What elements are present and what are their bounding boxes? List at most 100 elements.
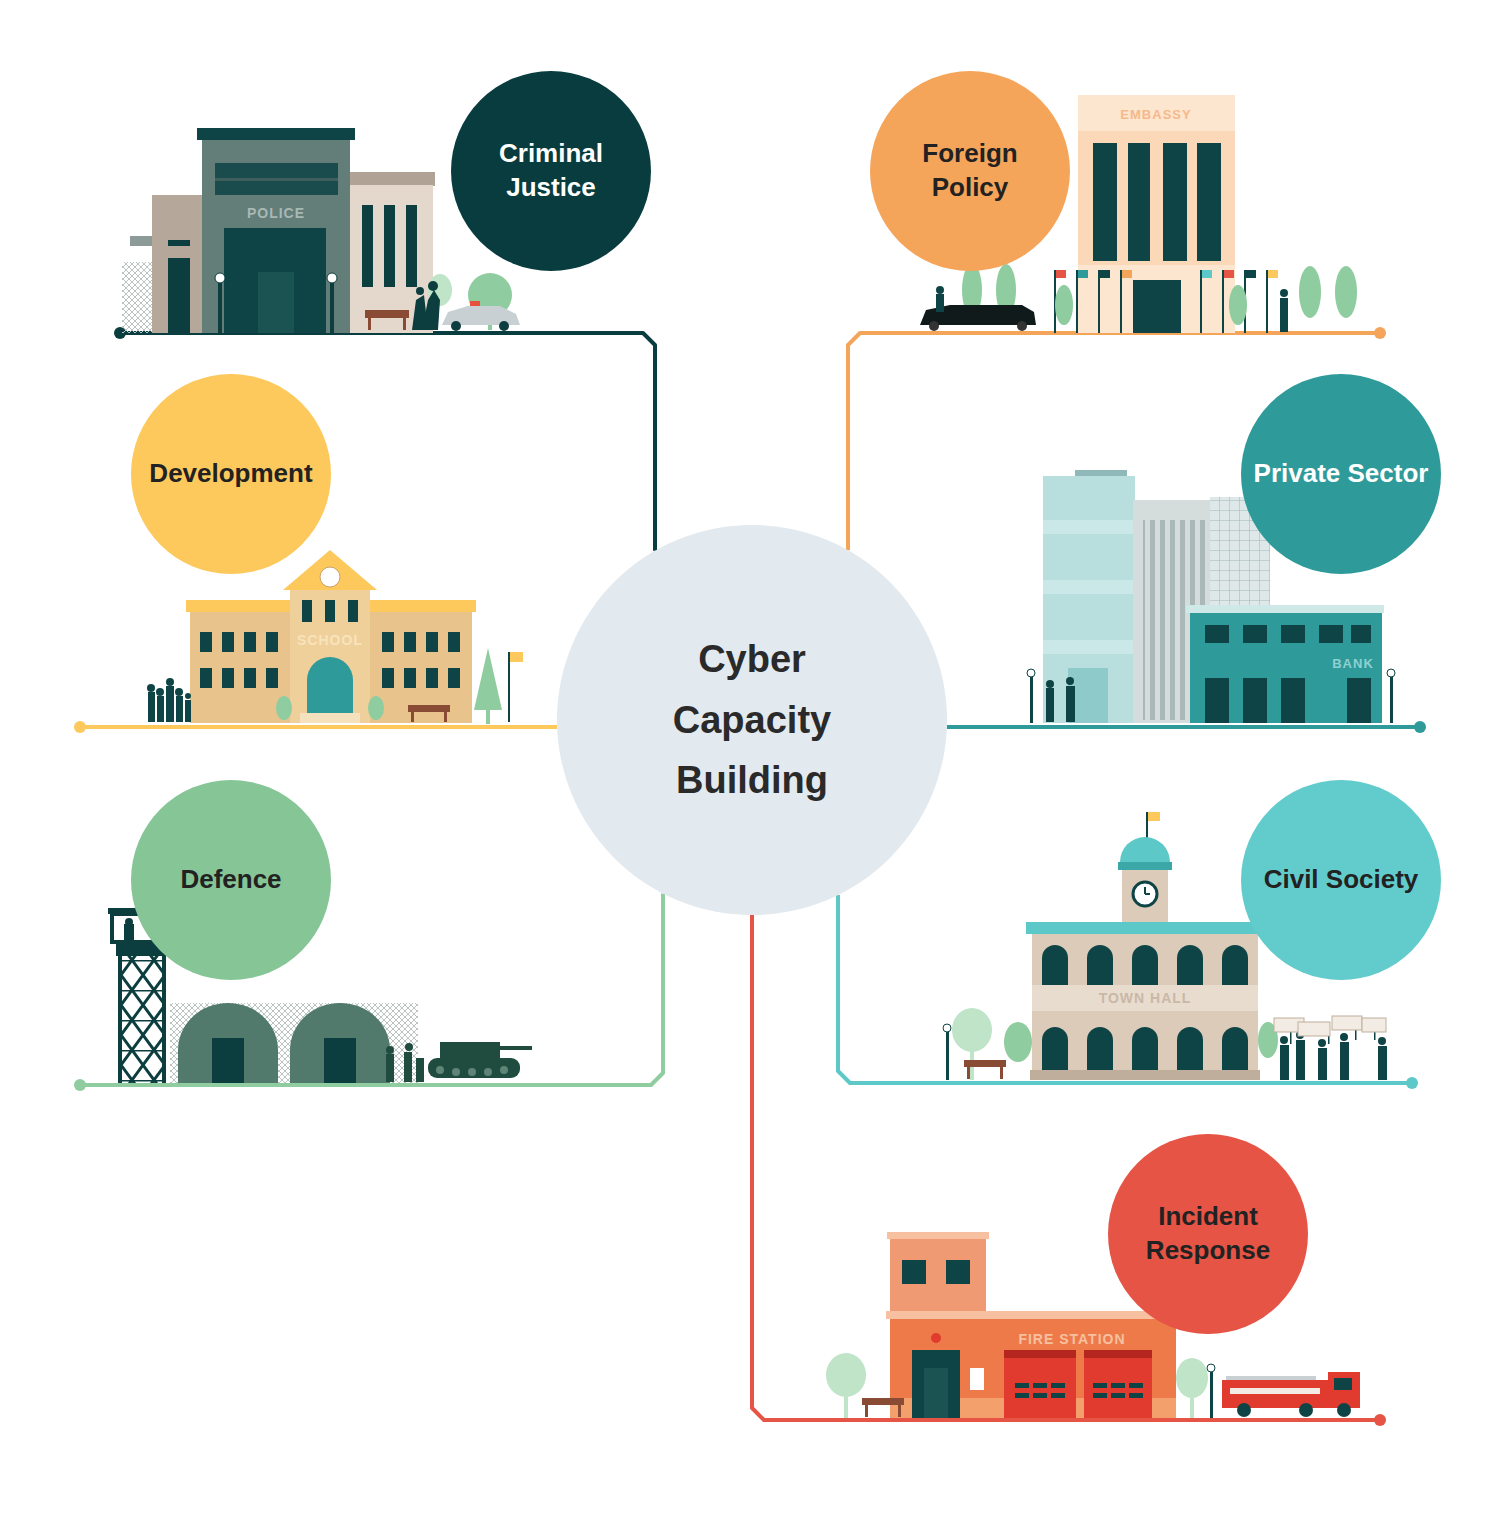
school-building-part-part [148,692,155,722]
office-buildings-part [1186,605,1384,613]
school-building-part-part [348,600,358,622]
embassy-building-part [1078,265,1235,333]
fire-station-part [1004,1350,1076,1418]
office-buildings-part [1390,675,1393,723]
police-building-part [428,281,438,291]
line-end-dot-part [74,1079,86,1091]
town-hall-part-part [1222,1027,1248,1070]
military-base-part [324,1038,356,1083]
fire-station-part [898,1405,901,1417]
building-sign: TOWN HALL [1099,990,1192,1006]
police-building-part [215,273,225,283]
connector-line [947,725,1420,729]
town-hall-part-part [1222,945,1248,985]
connector-line [80,725,557,729]
school-building-part-part [222,668,234,688]
school-building-part-part [200,632,212,652]
office-buildings-part-part [1319,625,1343,643]
police-building-part [348,172,435,186]
embassy-building-part [1100,270,1110,278]
school-building-part-part [404,668,416,688]
fire-station-part [912,1350,960,1418]
school-building-part-part [176,696,183,722]
town-hall-part-part [1318,1048,1327,1080]
school-building-part [276,696,292,720]
town-hall-part-part [1296,1040,1305,1080]
military-base-part-part [436,1066,444,1074]
school-building-part [147,678,191,722]
military-base-part [120,956,164,1083]
office-buildings-part [1043,476,1135,723]
police-building-part [330,278,334,333]
school-building-part [307,657,353,713]
fire-station-part [1334,1378,1352,1390]
fire-station-part [1299,1403,1313,1417]
circle-fill [131,374,331,574]
military-base-part-part [428,1058,520,1078]
fire-station-part [890,1319,1176,1418]
military-base-part-part [500,1066,508,1074]
school-building-part-part [325,600,335,622]
school-building-part [411,712,414,722]
office-buildings-part [1205,625,1371,723]
embassy-building-part-part [1200,270,1202,333]
school-building-part-part [448,632,460,652]
fire-station-part [1004,1350,1076,1358]
building-sign: EMBASSY [1120,107,1191,122]
office-buildings-part-part [1046,688,1054,722]
town-hall-part [1146,812,1148,838]
embassy-building-part-part [1266,270,1268,333]
military-base-part-part [440,1042,500,1060]
school-building-part-part [302,600,312,622]
circle-shape [451,71,651,271]
category-circle: Private Sector [1241,374,1441,574]
embassy-building-part [1133,280,1181,333]
military-base-part-part [404,1052,412,1082]
school-building-part-part [185,693,191,699]
military-base-part [212,1038,244,1083]
school-building-part-part [175,688,183,696]
embassy-building-part [1268,270,1278,278]
military-base-part [386,1042,532,1082]
circle-shape [1108,1134,1308,1334]
office-buildings-part-part [1046,680,1054,688]
town-hall-part-part [1042,945,1068,985]
circle-shape [870,71,1070,271]
town-hall-part-part [1280,1045,1289,1080]
town-hall-part-part [1177,1027,1203,1070]
school-building-part [300,713,360,723]
town-hall-part [1000,1067,1003,1079]
police-building-part [451,321,461,331]
embassy-building-part-part [1055,285,1073,325]
office-buildings-part [1027,669,1035,677]
police-building-part [365,310,409,318]
military-base-part [125,918,133,926]
connector-line [752,915,1380,1420]
central-title: Cyber Capacity Building [632,629,872,811]
school-building-part [510,652,523,662]
school-building-part [486,710,490,724]
police-building-part [197,128,355,140]
building-sign: SCHOOL [297,632,363,648]
category-label: Development [143,457,319,491]
town-hall-part-part [1087,945,1113,985]
building-sign: FIRE STATION [1018,1331,1125,1347]
military-base-part [170,1003,418,1083]
town-hall-part [964,1060,1006,1067]
school-building-part [508,652,510,722]
category-label: Criminal Justice [463,137,639,205]
embassy-building-part-part [1222,270,1224,333]
school-building-part-part [266,668,278,688]
school-building-part-part [166,678,174,686]
police-building-part [499,321,509,331]
embassy-building-part [1078,270,1088,278]
town-hall-part [1030,1070,1260,1080]
fire-station-part [862,1398,904,1405]
military-base-part [436,1066,508,1076]
office-buildings-part [1043,640,1135,654]
fire-station-part-part [1111,1393,1125,1398]
fire-station-part-part [1093,1383,1107,1388]
embassy-building-part-part [1076,270,1078,333]
school-building-part-part [156,688,164,696]
police-building-part [362,205,373,287]
